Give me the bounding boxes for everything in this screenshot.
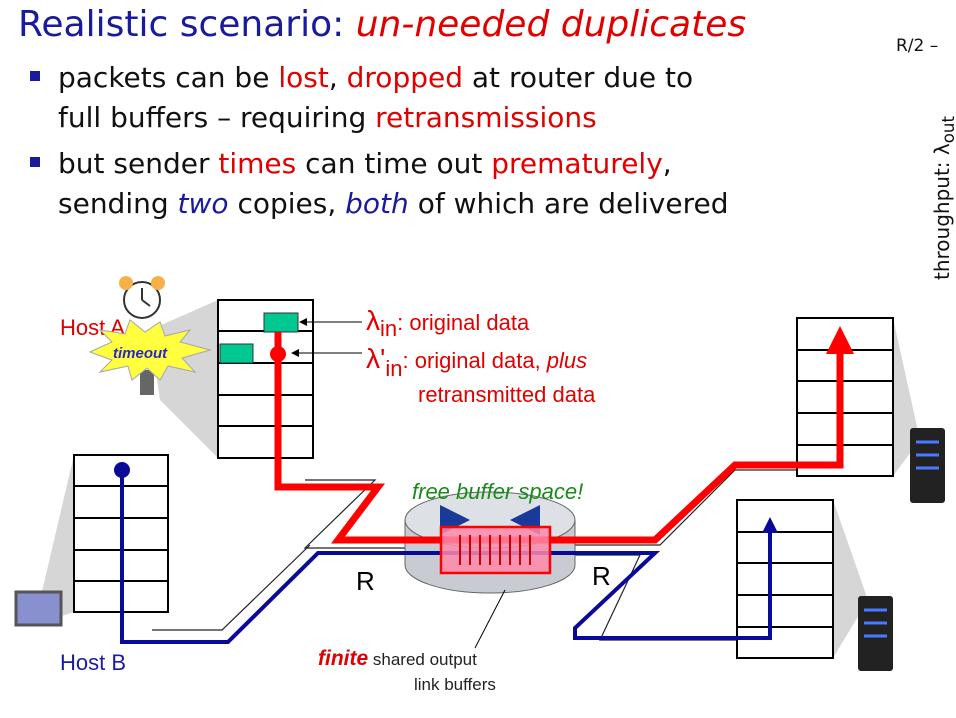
bullet-list: packets can be lost, dropped at router d… (30, 58, 729, 224)
buffer-pointer-line (474, 589, 506, 649)
host-b-label: Host B (60, 650, 126, 675)
bullet-2: but sender times can time out prematurel… (30, 144, 729, 224)
original-packet (263, 312, 299, 333)
receiver-1-buffer (796, 317, 894, 477)
bullet-marker (30, 157, 40, 167)
slide-title: Realistic scenario: un-needed duplicates (18, 4, 747, 45)
lambda-prime-label: λ'in: original data, plus (366, 343, 587, 381)
host-b-flow (120, 470, 778, 644)
finite-buffer-label: finite shared output (318, 647, 477, 670)
server-icon (910, 428, 945, 503)
host-a-computer-icon (140, 370, 154, 395)
host-b-flow-source (114, 462, 130, 478)
host-b-computer-icon (14, 590, 63, 627)
link-rate-left: R (356, 566, 375, 596)
finite-buffer-desc: link buffers (414, 675, 496, 694)
free-buffer-label: free buffer space! (412, 479, 583, 504)
retransmitted-packet (219, 343, 254, 364)
lambda-prime-desc: retransmitted data (418, 382, 596, 407)
host-a-flow-source (270, 346, 286, 362)
timeout-label: timeout (113, 345, 168, 362)
lambda-in-label: λin: original data (366, 305, 530, 341)
zoom-shadow (833, 500, 868, 658)
alarm-clock-icon (119, 276, 165, 319)
link-rate-right: R (592, 561, 611, 591)
receiver-2-buffer (736, 499, 834, 659)
router-output-buffer (439, 525, 552, 575)
server-icon (858, 596, 893, 671)
bullet-1: packets can be lost, dropped at router d… (30, 58, 729, 138)
zoom-shadow (40, 455, 74, 620)
graph-tick-label: R/2 – (896, 36, 939, 56)
bullet-marker (30, 71, 40, 81)
